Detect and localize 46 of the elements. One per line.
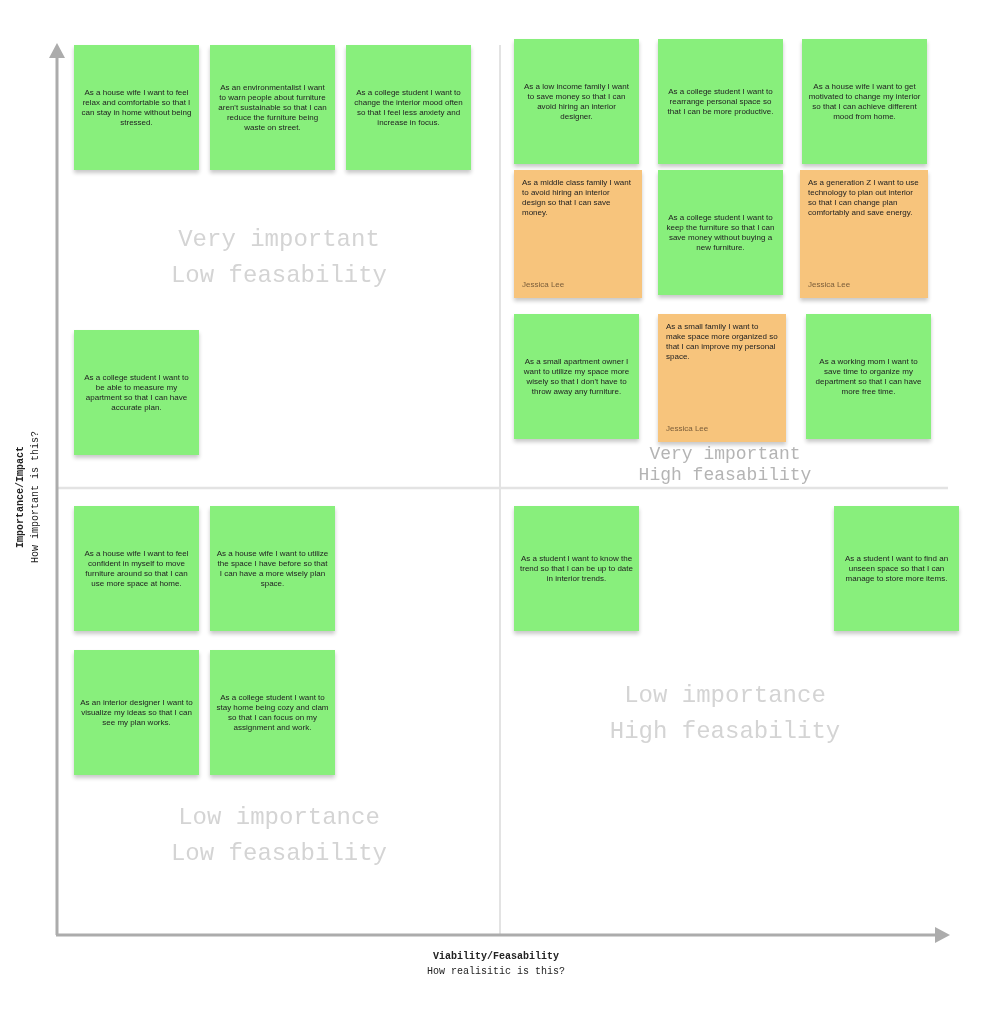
user-story: As a college student I want to keep the furniture so that I can save money without buying a new furniture. (665, 212, 776, 253)
sticky-note (74, 330, 199, 455)
user-story: As a student I want to know the trend so that I can be up to date in interior trends. (520, 553, 633, 584)
sticky-note (658, 39, 783, 164)
user-story: As a generation Z I want to use technology to plan out interior so that I can change plan comfortably and save energy. (808, 178, 920, 218)
user-story: As a working mom I want to save time to organize my department so that I can have more free time. (814, 356, 923, 397)
sticky-note (210, 45, 335, 170)
user-story: As an environmentalist I want to warn people about furniture aren't sustainable so that I can reduce the furniture being waste on street. (217, 82, 328, 133)
sticky-note (834, 506, 959, 631)
sticky-note (514, 314, 639, 439)
axis-title: Viability/Feasability (433, 949, 559, 963)
sticky-note (210, 650, 335, 775)
quadrant-label: Very important High feasability (637, 444, 813, 486)
user-story: As an interior designer I want to visualize my ideas so that I can see my plan works. (80, 697, 193, 728)
sticky-note (74, 650, 199, 775)
sticky-note (806, 314, 931, 439)
axis-subtitle: How realisitic is this? (427, 964, 565, 978)
axis-title: Importance/Impact (13, 446, 27, 548)
author-name: Jessica Lee (808, 280, 851, 290)
sticky-note (74, 45, 199, 170)
sticky-note (74, 506, 199, 631)
sticky-note (514, 170, 642, 298)
user-story: As a house wife I want to feel confident in myself to move furniture around so that I can use more space at home. (83, 548, 190, 589)
user-story: As a house wife I want to get motivated to change my interior so that I can achieve different mood from home. (808, 81, 921, 122)
user-story: As a college student I want to stay home being cozy and clam so that I can focus on my assignment and work. (216, 692, 329, 733)
user-story: As a house wife I want to feel relax and comfortable so that I can stay in home without being stressed. (80, 87, 193, 128)
user-story: As a small apartment owner I want to utilize my space more wisely so that I don't have to throw away any furniture. (522, 356, 631, 397)
user-story: As a house wife I want to utilize the space I have before so that I can have a more wisely plan space. (216, 548, 329, 589)
axis-subtitle: How important is this? (28, 431, 42, 563)
sticky-note (346, 45, 471, 170)
author-name: Jessica Lee (666, 424, 709, 434)
user-story: As a low income family I want to save money so that I can avoid hiring an interior designer. (523, 81, 630, 122)
sticky-note (802, 39, 927, 164)
sticky-note (658, 314, 786, 442)
user-story: As a college student I want to rearrange personal space so that I can be more productive. (666, 86, 775, 117)
sticky-note (658, 170, 783, 295)
user-story: As a small family I want to make space more organized so that I can improve my personal space. (666, 322, 779, 362)
sticky-note (514, 506, 639, 631)
sticky-note (800, 170, 928, 298)
user-story: As a student I want to find an unseen space so that I can manage to store more items. (843, 553, 950, 584)
author-name: Jessica Lee (522, 280, 565, 290)
sticky-note (514, 39, 639, 164)
user-story: As a college student I want to be able to measure my apartment so that I can have accurate plan. (83, 372, 190, 413)
sticky-note (210, 506, 335, 631)
user-story: As a middle class family I want to avoid hiring an interior design so that I can save money. (522, 178, 632, 218)
user-story: As a college student I want to change the interior mood often so that I feel less anxiety and increase in focus. (353, 87, 464, 128)
